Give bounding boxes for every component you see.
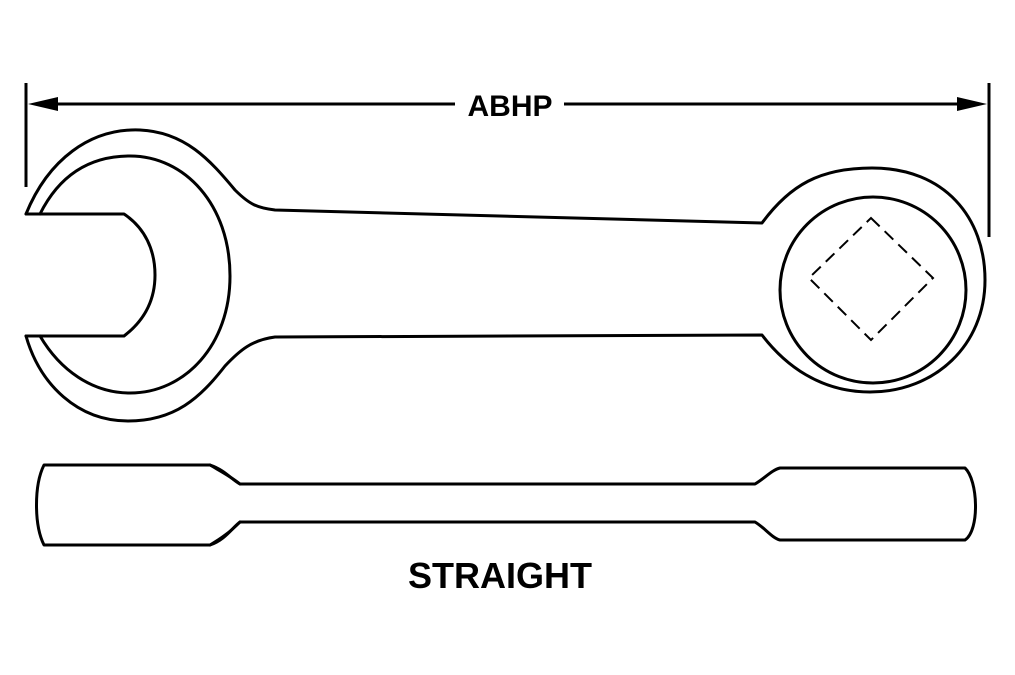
left-arrowhead-icon <box>28 97 58 111</box>
profile-label: STRAIGHT <box>408 555 592 596</box>
left-head-neck-curve <box>208 463 242 547</box>
box-end-inner-circle <box>778 195 968 385</box>
square-drive-opening-icon <box>807 216 935 342</box>
overall-length-dimension: ABHP <box>24 83 991 237</box>
right-arrowhead-icon <box>957 97 987 111</box>
dimension-label: ABHP <box>467 90 552 123</box>
open-end-jaw-outline <box>38 154 232 395</box>
jaw-opening <box>24 212 157 338</box>
side-view-outline <box>35 463 977 547</box>
wrench-top-view <box>24 128 987 423</box>
wrench-side-view: STRAIGHT <box>35 463 977 596</box>
wrench-outer-outline <box>24 128 987 423</box>
